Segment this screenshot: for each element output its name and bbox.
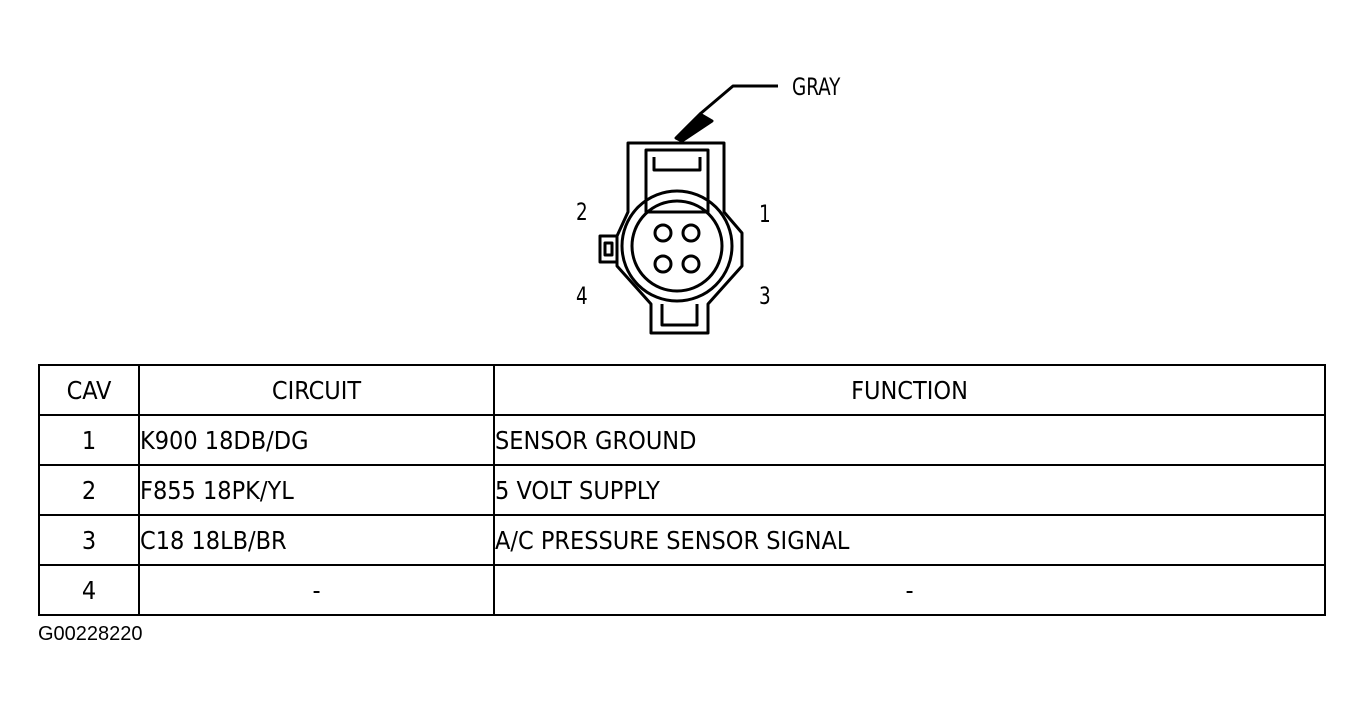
side-lock-detail — [603, 241, 614, 257]
cav-cell: 2 — [38, 464, 140, 516]
side-lock — [598, 234, 619, 264]
cav-cell: 1 — [38, 414, 140, 466]
pin-label-4: 4 — [576, 282, 588, 310]
key-slot — [660, 304, 699, 327]
circuit-cell: - — [138, 564, 495, 616]
connector-outer-ring — [620, 189, 734, 303]
pin-label-2: 2 — [576, 198, 588, 226]
callout-arrowhead — [674, 112, 714, 143]
cavity-3 — [681, 254, 701, 274]
pin-label-1: 1 — [759, 200, 771, 228]
latch-tab-detail — [652, 157, 702, 172]
table-row: 2 F855 18PK/YL 5 VOLT SUPPLY — [38, 464, 1326, 516]
connector-diagram: GRAY 1 2 3 4 — [576, 73, 841, 335]
cav-cell: 3 — [38, 514, 140, 566]
pin-label-3: 3 — [759, 282, 771, 310]
circuit-cell: C18 18LB/BR — [138, 514, 495, 566]
header-function: FUNCTION — [493, 364, 1326, 416]
callout-leader-line — [699, 84, 778, 116]
connector-inner-face — [630, 199, 724, 293]
connector-color-label: GRAY — [792, 73, 841, 101]
connector-face-drawing — [598, 84, 778, 335]
header-cav: CAV — [38, 364, 140, 416]
table-row: 1 K900 18DB/DG SENSOR GROUND — [38, 414, 1326, 466]
circuit-cell: K900 18DB/DG — [138, 414, 495, 466]
pinout-table: CAV CIRCUIT FUNCTION 1 K900 18DB/DG SENS… — [38, 364, 1326, 616]
cavity-4 — [653, 254, 673, 274]
table-row: 4 - - — [38, 564, 1326, 616]
circuit-cell: F855 18PK/YL — [138, 464, 495, 516]
cavity-2 — [653, 223, 673, 243]
table-header-row: CAV CIRCUIT FUNCTION — [38, 364, 1326, 416]
function-cell: 5 VOLT SUPPLY — [493, 464, 1326, 516]
figure-id: G00228220 — [38, 623, 143, 645]
function-cell: SENSOR GROUND — [493, 414, 1326, 466]
function-cell: A/C PRESSURE SENSOR SIGNAL — [493, 514, 1326, 566]
header-circuit: CIRCUIT — [138, 364, 495, 416]
table-row: 3 C18 18LB/BR A/C PRESSURE SENSOR SIGNAL — [38, 514, 1326, 566]
cav-cell: 4 — [38, 564, 140, 616]
cavity-1 — [681, 223, 701, 243]
function-cell: - — [493, 564, 1326, 616]
